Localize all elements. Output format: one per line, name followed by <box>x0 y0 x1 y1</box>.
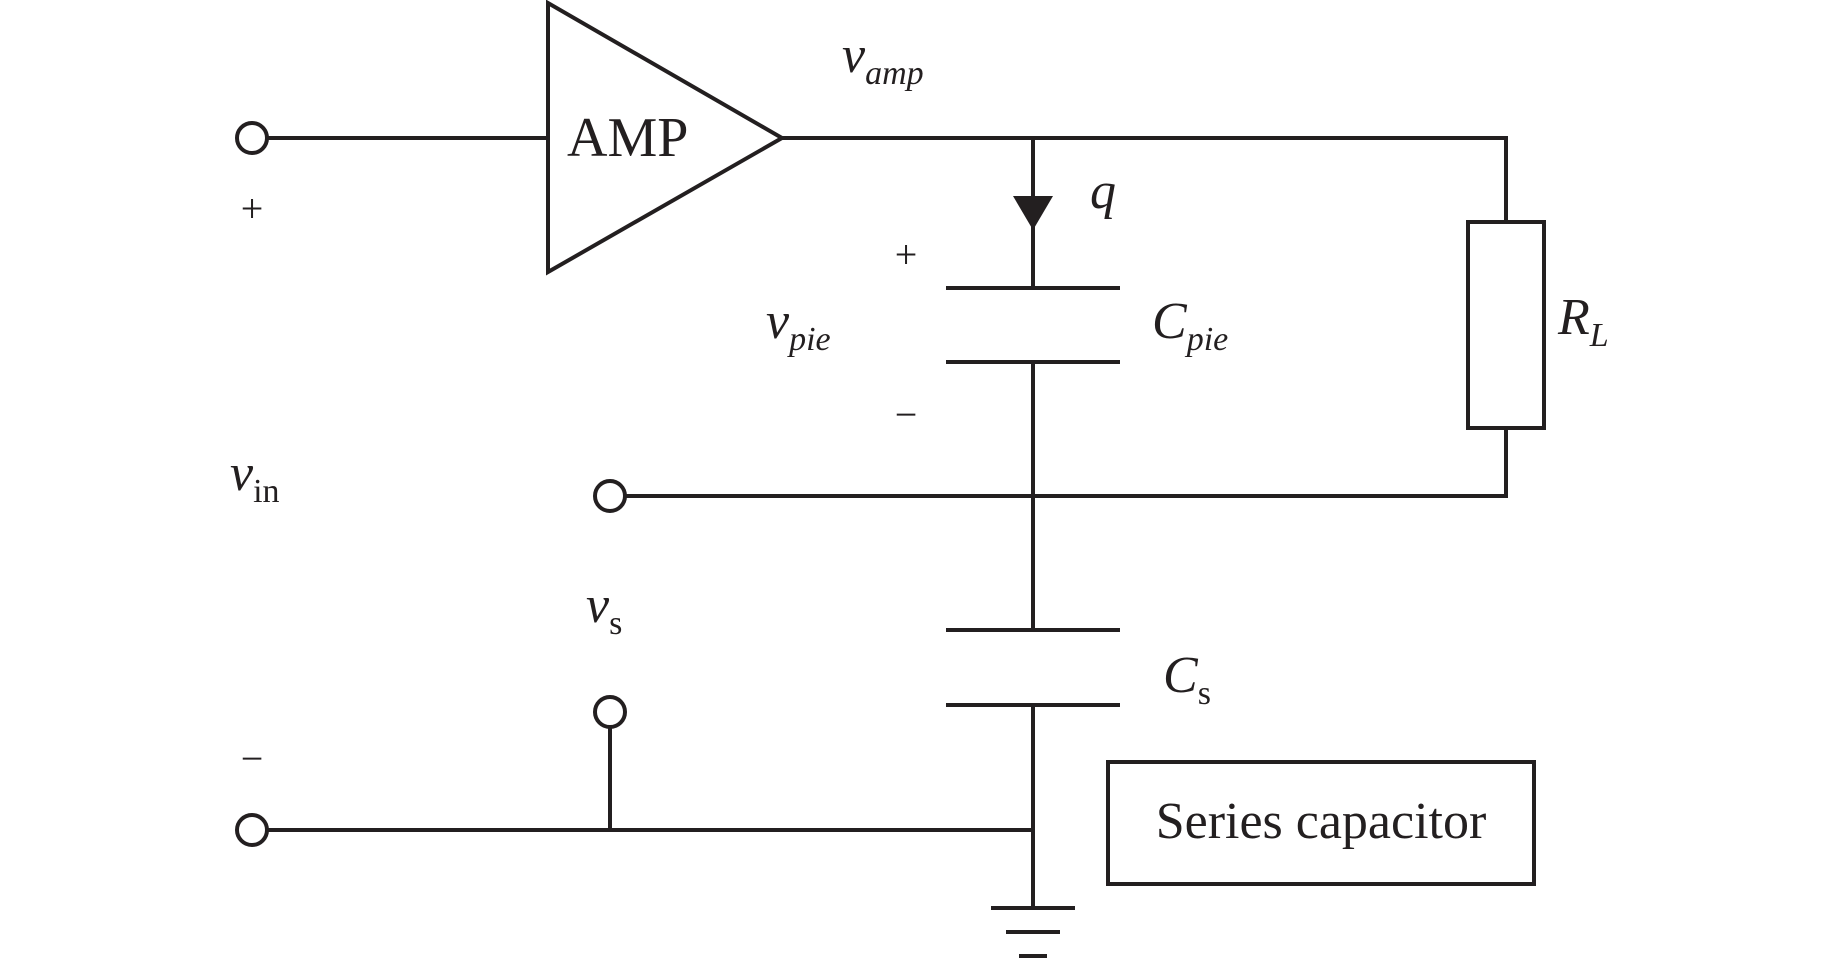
v-in-label: vin <box>230 445 280 510</box>
middle-terminal <box>593 479 627 513</box>
q-label: q <box>1090 163 1116 220</box>
input-plus-sign: + <box>241 186 264 231</box>
vs-terminal <box>593 695 627 729</box>
input-minus-terminal <box>235 813 269 847</box>
r-l-label: RL <box>1557 289 1609 354</box>
charge-arrow-icon <box>1013 196 1053 230</box>
amplifier-symbol <box>546 0 787 276</box>
rl-resistor <box>1466 220 1546 430</box>
cpie-minus-sign: − <box>895 392 918 437</box>
cpie-plus-sign: + <box>895 232 918 277</box>
amplifier-label: AMP <box>567 107 688 169</box>
c-s-label: Cs <box>1163 647 1211 712</box>
v-amp-label: vamp <box>842 27 924 92</box>
ground-icon <box>991 906 1075 958</box>
series-capacitor-box <box>1106 760 1536 886</box>
c-pie-label: Cpie <box>1152 293 1228 358</box>
input-plus-terminal <box>235 121 269 155</box>
input-minus-sign: − <box>241 736 264 781</box>
v-s-label: vs <box>586 577 622 642</box>
series-capacitor-label: Series capacitor <box>1156 793 1487 850</box>
v-pie-label: vpie <box>766 293 831 358</box>
